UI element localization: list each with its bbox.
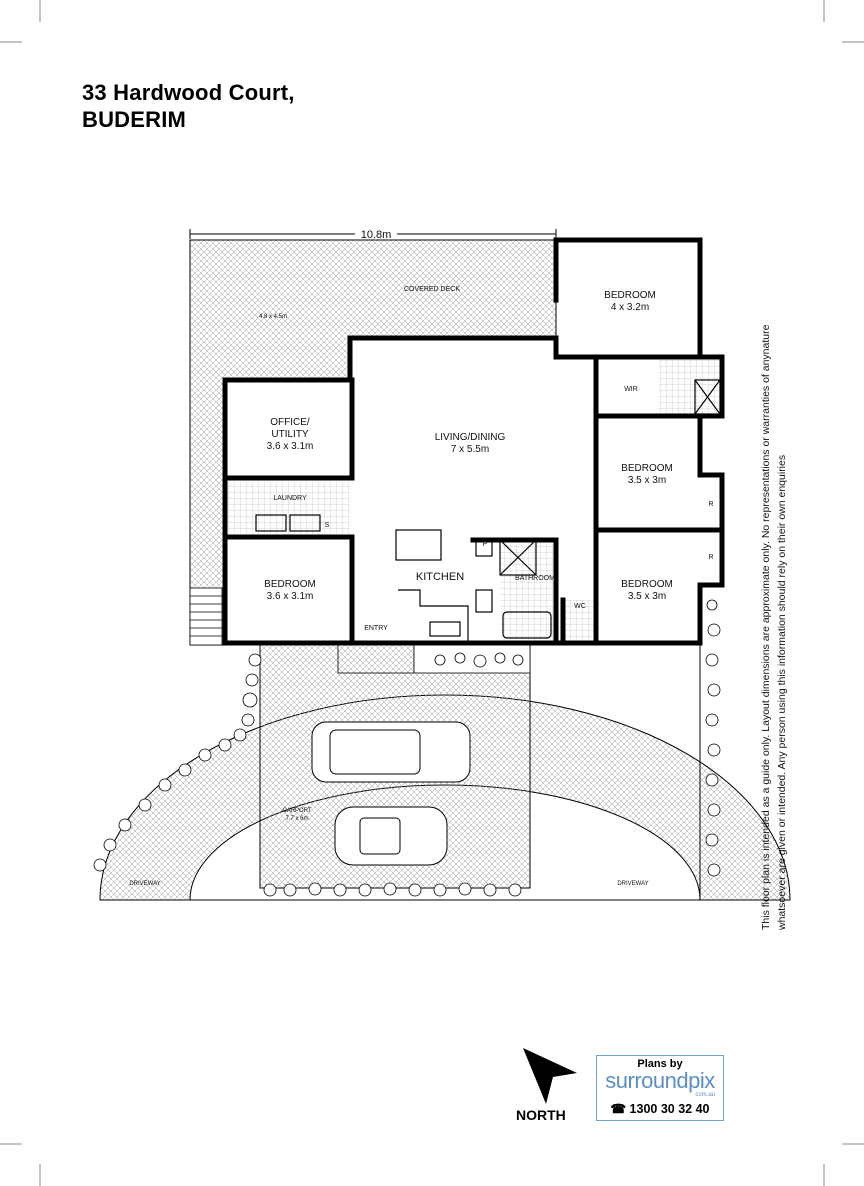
brand-logo: surroundpix — [605, 1068, 715, 1093]
plans-by-label: Plans by — [637, 1058, 683, 1070]
phone-icon: ☎ — [610, 1102, 630, 1116]
laundry-floor — [228, 482, 350, 534]
wc-label: WC — [574, 603, 586, 610]
bedroom-mid-label: BEDROOM — [621, 463, 673, 474]
bedroom-top-label: BEDROOM — [604, 290, 656, 301]
disclaimer-line-2: whatsoever are given or intended. Any pe… — [776, 454, 788, 930]
brand-domain: com.au — [695, 1092, 715, 1098]
kitchen-label: KITCHEN — [416, 571, 464, 583]
branding-box: Plans by surroundpix com.au ☎ 1300 30 32… — [596, 1055, 724, 1121]
wir-label: WIR — [624, 386, 638, 393]
bedroom-low-label: BEDROOM — [621, 579, 673, 590]
phone-number: 1300 30 32 40 — [629, 1102, 710, 1116]
living-label: LIVING/DINING — [435, 432, 506, 443]
entry-label: ENTRY — [364, 625, 388, 632]
bedroom-left-label: BEDROOM — [264, 579, 316, 590]
robe-2-label: R — [708, 554, 713, 561]
cars — [311, 721, 471, 866]
carport-label: CARPORT — [282, 808, 312, 814]
shrubs — [93, 599, 721, 897]
disclaimer: This floor plan is intended as a guide o… — [758, 325, 790, 930]
bedroom-mid-size: 3.5 x 3m — [628, 475, 666, 486]
laundry-storage-label: S — [325, 522, 330, 529]
car-suv-icon — [311, 721, 471, 783]
dimension-line: 10.8m — [189, 227, 557, 241]
fixtures — [255, 379, 721, 643]
robe-1-label: R — [708, 501, 713, 508]
covered-deck-label: COVERED DECK — [404, 286, 460, 293]
driveway-right-label: DRIVEWAY — [617, 881, 648, 887]
north-label: NORTH — [516, 1107, 566, 1123]
stairs — [189, 587, 223, 646]
dimension-label: 10.8m — [361, 229, 392, 241]
office-size: 3.6 x 3.1m — [267, 441, 314, 452]
office-label-1: OFFICE/ — [270, 417, 310, 428]
driveway-left-label: DRIVEWAY — [129, 881, 160, 887]
wc-floor — [563, 600, 596, 642]
laundry-label: LAUNDRY — [273, 495, 307, 502]
bathroom-floor — [500, 543, 556, 641]
bedroom-top-size: 4 x 3.2m — [611, 302, 649, 313]
carport-size: 7.7 x 6m — [285, 816, 308, 822]
bathroom-label: BATHROOM — [515, 575, 555, 582]
property-suburb: BUDERIM — [82, 107, 187, 132]
pantry-label: P — [483, 541, 488, 548]
car-convertible-icon — [334, 806, 448, 866]
north-arrow-icon — [523, 1048, 577, 1104]
property-address: 33 Hardwood Court, — [82, 80, 295, 105]
living-size: 7 x 5.5m — [451, 444, 489, 455]
bedroom-low-size: 3.5 x 3m — [628, 591, 666, 602]
bedroom-left-size: 3.6 x 3.1m — [267, 591, 314, 602]
office-label-2: UTILITY — [271, 429, 309, 440]
ensuite-floor — [658, 360, 720, 414]
disclaimer-line-1: This floor plan is intended as a guide o… — [760, 324, 772, 930]
covered-deck-size: 4.8 x 4.5m — [259, 314, 287, 320]
